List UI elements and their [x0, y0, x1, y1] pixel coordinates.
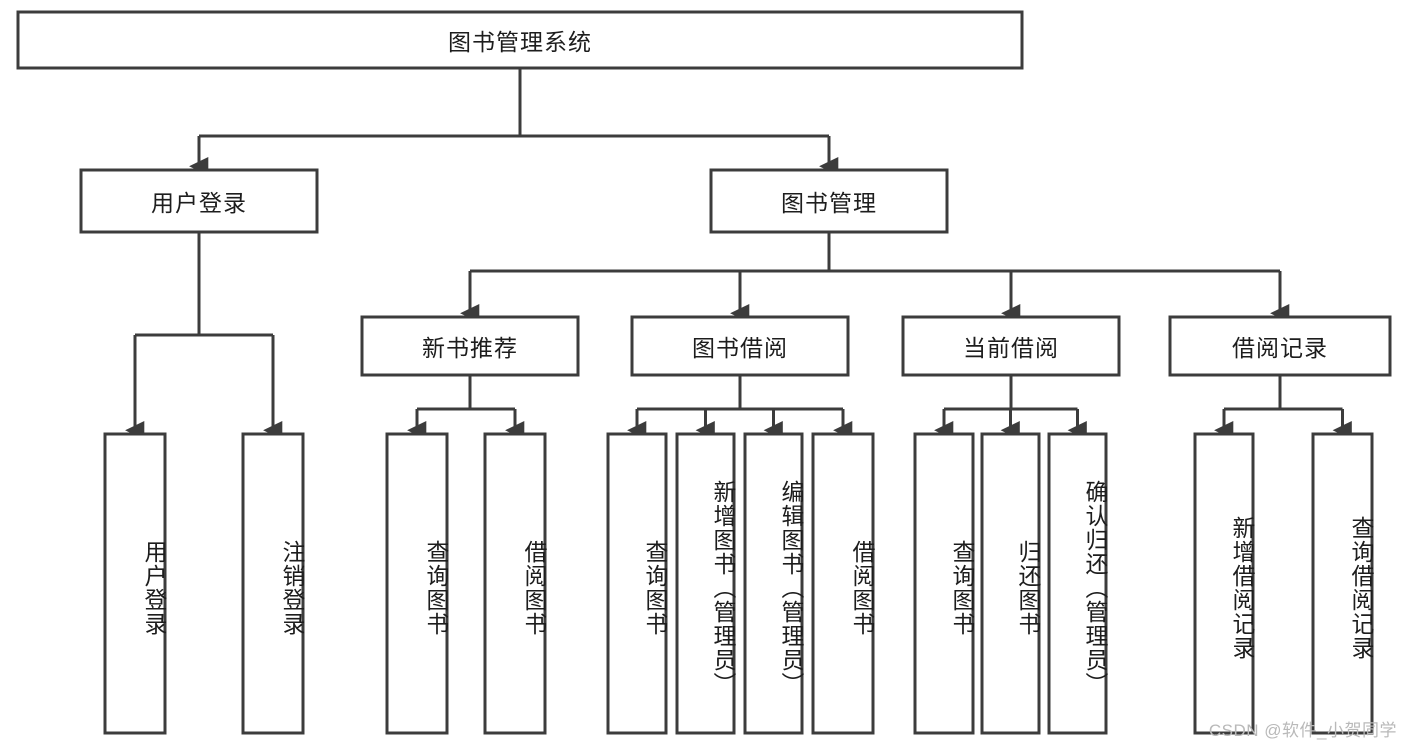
- node-box-new-book-rec: [360, 315, 580, 377]
- node-box-leaf-query-book-2: [606, 432, 668, 735]
- node-box-book-manage: [709, 168, 949, 234]
- node-box-layer: [16, 10, 1392, 735]
- node-box-leaf-query-book-3: [913, 432, 975, 735]
- node-box-book-borrow: [630, 315, 850, 377]
- node-box-leaf-borrow-book-2: [811, 432, 875, 735]
- node-box-leaf-logout: [241, 432, 305, 735]
- connector-layer: [125, 68, 1352, 440]
- node-box-leaf-add-record: [1193, 432, 1255, 735]
- node-box-user-login: [79, 168, 319, 234]
- csdn-watermark: CSDN @软件_小贺同学: [1208, 721, 1397, 740]
- node-box-leaf-edit-book: [743, 432, 804, 735]
- node-box-leaf-add-book: [675, 432, 736, 735]
- node-box-borrow-record: [1168, 315, 1392, 377]
- node-box-leaf-borrow-book-1: [483, 432, 547, 735]
- node-box-leaf-return-book: [980, 432, 1041, 735]
- node-box-leaf-user-login: [103, 432, 167, 735]
- node-box-root: [16, 10, 1024, 70]
- node-box-current-borrow: [901, 315, 1121, 377]
- node-box-leaf-query-record: [1311, 432, 1374, 735]
- node-box-leaf-query-book-1: [385, 432, 449, 735]
- node-box-leaf-confirm-return: [1047, 432, 1108, 735]
